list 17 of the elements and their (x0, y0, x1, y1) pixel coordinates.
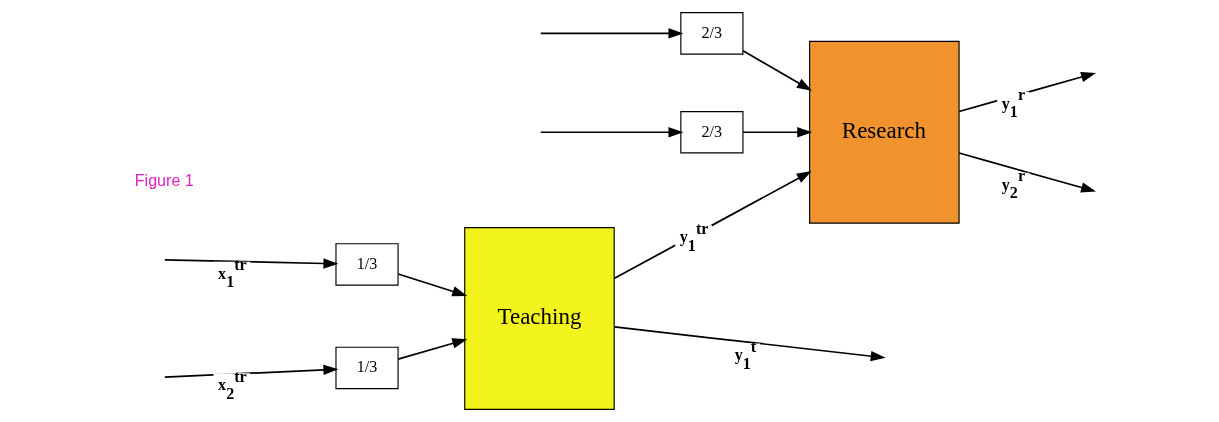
arrow (539, 127, 683, 138)
label: Figure 1 (134, 170, 194, 189)
arrow (539, 28, 683, 39)
arrow (396, 273, 467, 297)
arrow (613, 171, 812, 280)
node-box: Teaching (463, 227, 615, 410)
arrow (957, 152, 1096, 193)
node-box: Research (808, 40, 960, 224)
node-box: 2/3 (679, 111, 743, 154)
node-box: 2/3 (679, 12, 743, 55)
arrow (741, 50, 812, 91)
arrow (396, 338, 467, 361)
arrow (741, 127, 812, 138)
arrow (163, 258, 338, 269)
arrow (613, 326, 886, 362)
node-box: 1/3 (334, 243, 399, 286)
node-box: 1/3 (334, 346, 399, 390)
